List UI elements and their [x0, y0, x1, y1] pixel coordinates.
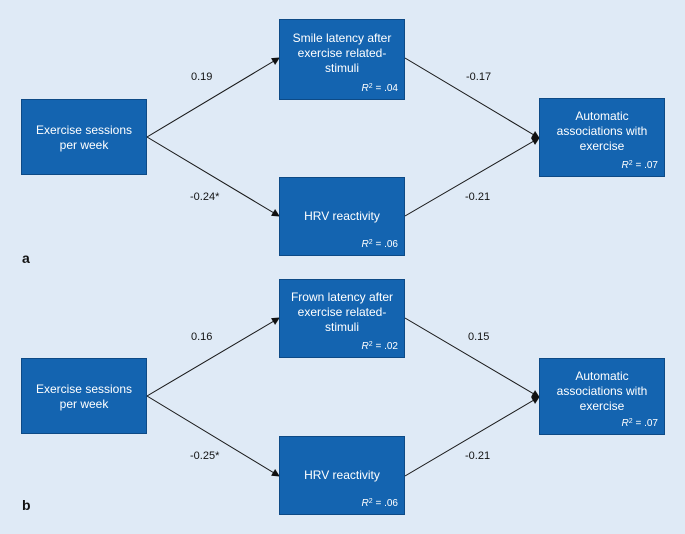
mediator-bottom-label-b: HRV reactivity: [304, 468, 380, 482]
coef-b-top-to-outcome: 0.15: [468, 331, 490, 343]
arrow-b-bottom-to-outcome: [404, 396, 540, 477]
r2-mediator-top-b: R2 = .02: [361, 341, 398, 352]
mediator-top-label-b: Frown latency after exercise related-sti…: [290, 290, 394, 334]
coef-b-bottom-to-outcome: -0.21: [465, 450, 491, 462]
arrow-a-bottom-to-outcome: [404, 137, 540, 217]
mediator-top-box-a: Smile latency after exercise related-sti…: [279, 19, 405, 100]
predictor-label-a: Exercise sessions per week: [35, 123, 133, 152]
r2-outcome-b: R2 = .07: [621, 418, 658, 429]
panel-letter-b: b: [22, 497, 31, 513]
r2-outcome-a: R2 = .07: [621, 160, 658, 171]
predictor-box-a: Exercise sessions per week: [21, 99, 147, 175]
mediator-bottom-label-a: HRV reactivity: [304, 209, 380, 223]
panel-letter-a: a: [22, 250, 30, 266]
predictor-label-b: Exercise sessions per week: [35, 382, 133, 411]
coef-b-predictor-to-bottom: -0.25*: [190, 450, 220, 462]
outcome-box-a: Automatic associations with exercise R2 …: [539, 98, 665, 177]
coef-a-predictor-to-top: 0.19: [191, 71, 213, 83]
arrow-b-predictor-to-top: [146, 317, 280, 397]
outcome-label-a: Automatic associations with exercise: [556, 109, 648, 153]
coef-a-bottom-to-outcome: -0.21: [465, 191, 491, 203]
coef-a-predictor-to-bottom: -0.24*: [190, 191, 220, 203]
outcome-label-b: Automatic associations with exercise: [556, 369, 648, 413]
arrow-a-top-to-outcome: [404, 57, 540, 139]
mediator-top-box-b: Frown latency after exercise related-sti…: [279, 279, 405, 358]
mediator-bottom-box-b: HRV reactivity R2 = .06: [279, 436, 405, 515]
r2-mediator-bottom-a: R2 = .06: [361, 239, 398, 250]
predictor-box-b: Exercise sessions per week: [21, 358, 147, 434]
coef-a-top-to-outcome: -0.17: [466, 71, 492, 83]
outcome-box-b: Automatic associations with exercise R2 …: [539, 358, 665, 435]
mediator-top-label-a: Smile latency after exercise related-sti…: [292, 31, 392, 75]
arrow-b-predictor-to-bottom: [146, 395, 280, 477]
arrow-b-top-to-outcome: [404, 317, 540, 398]
r2-mediator-bottom-b: R2 = .06: [361, 498, 398, 509]
arrow-a-predictor-to-top: [146, 57, 280, 138]
coef-b-predictor-to-top: 0.16: [191, 331, 213, 343]
mediator-bottom-box-a: HRV reactivity R2 = .06: [279, 177, 405, 256]
arrow-a-predictor-to-bottom: [146, 136, 280, 217]
r2-mediator-top-a: R2 = .04: [361, 83, 398, 94]
